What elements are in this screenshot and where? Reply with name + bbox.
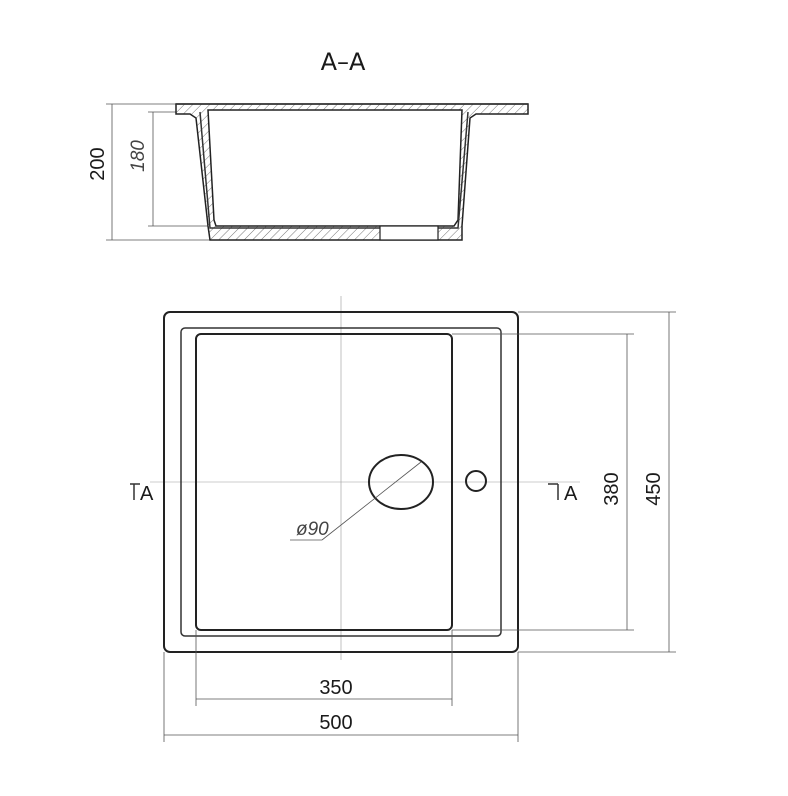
drain-hole (368, 454, 434, 510)
cut-mark-right: A (548, 483, 578, 505)
sink-bowl (195, 333, 453, 631)
overall-depth-label: 450 (643, 472, 665, 505)
plan-view: ø90 A A 380 450 350 500 (130, 296, 676, 742)
height-inner-label: 180 (128, 140, 149, 172)
section-title: A–A (321, 48, 366, 76)
sink-inner-ledge (180, 327, 502, 637)
drain-diameter-label: ø90 (296, 519, 329, 540)
drain-opening-section (379, 225, 439, 241)
sink-section-body (175, 103, 529, 241)
section-view: A–A 200 180 (87, 48, 529, 241)
cut-mark-right-label: A (564, 483, 578, 505)
sink-outer-rim (163, 311, 519, 653)
height-outer-label: 200 (87, 147, 109, 180)
cut-mark-left-label: A (140, 483, 154, 505)
overall-width-label: 500 (319, 712, 352, 734)
tap-hole (465, 470, 487, 492)
bowl-depth-label: 380 (601, 472, 623, 505)
bowl-width-label: 350 (319, 677, 352, 699)
cut-mark-left: A (130, 483, 154, 505)
drain-diameter-leader (321, 461, 422, 541)
